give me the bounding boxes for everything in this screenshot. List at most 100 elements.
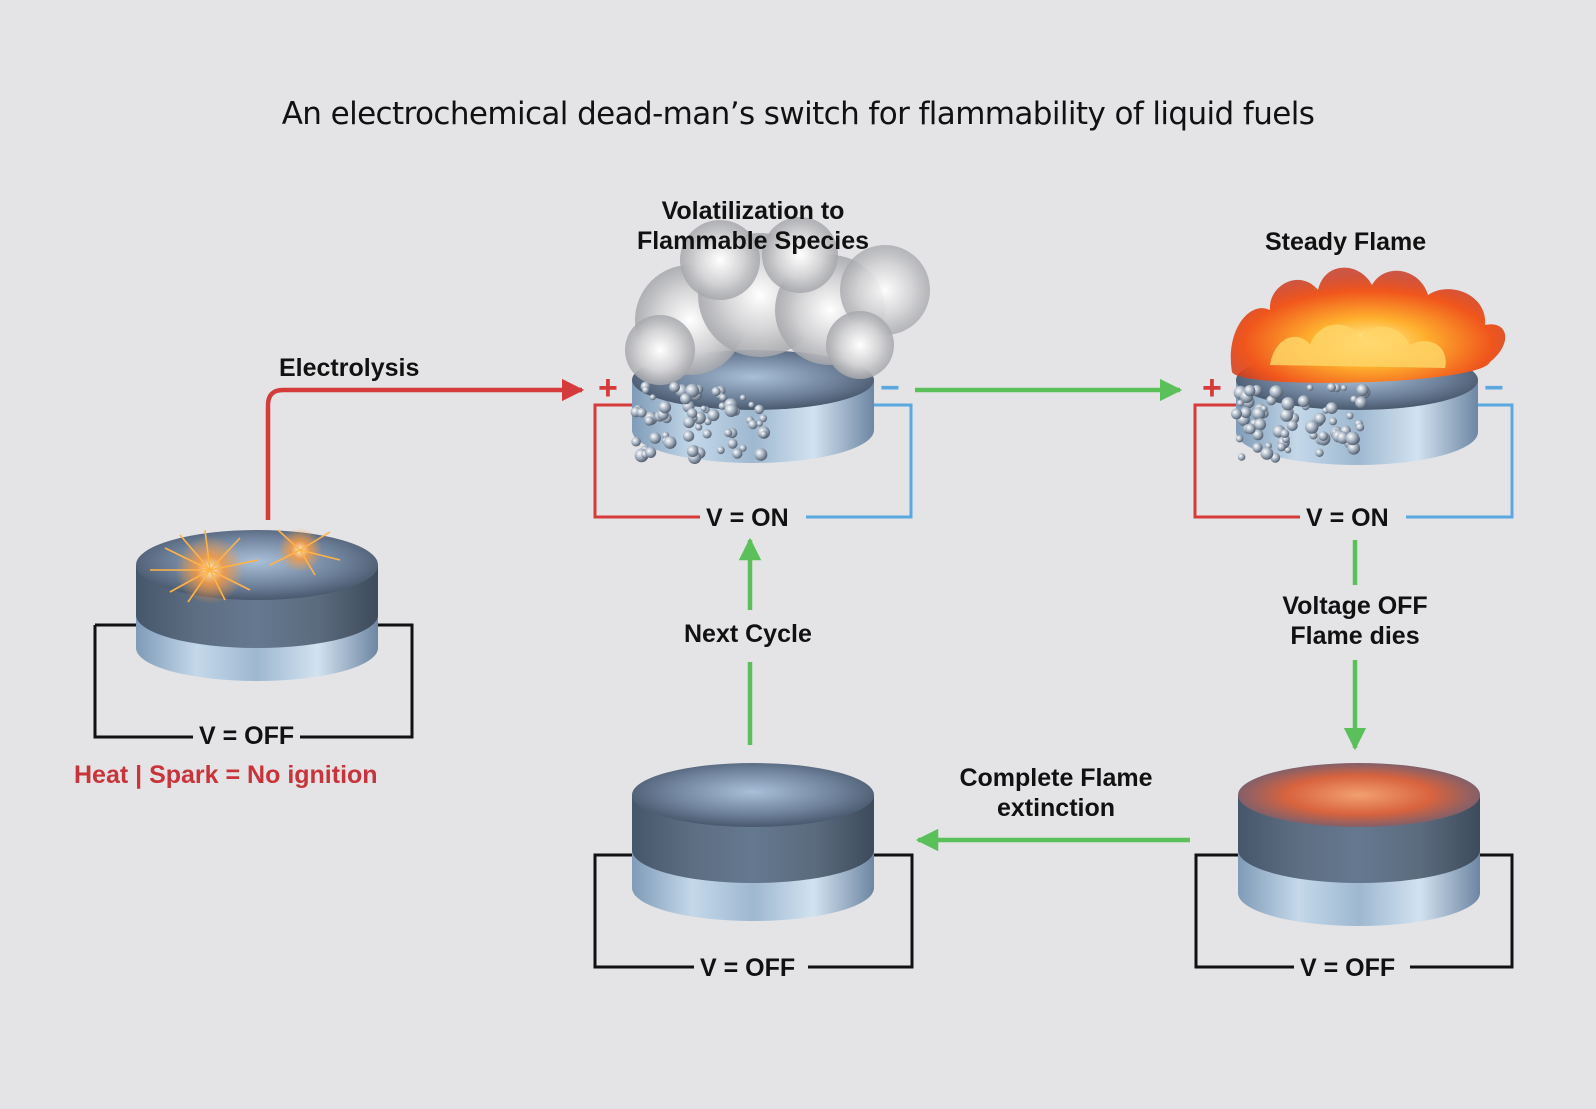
bubble	[1318, 431, 1329, 441]
bubble	[686, 408, 698, 419]
anode-wire	[1193, 403, 1300, 519]
voltage-off-label: Voltage OFF Flame dies	[1230, 591, 1480, 651]
bubbles	[630, 381, 770, 464]
diagram-title: An electrochemical dead-man’s switch for…	[281, 96, 1315, 132]
voltage-label: V = ON	[1300, 503, 1395, 533]
cathode-wire	[1406, 403, 1514, 519]
bubble	[1305, 420, 1319, 434]
circuit-wire	[1194, 853, 1296, 969]
bubble	[754, 448, 768, 461]
bubble	[1237, 399, 1244, 407]
bubble	[695, 423, 703, 431]
bubble	[1306, 384, 1314, 392]
bubble	[1355, 396, 1368, 409]
bubble	[759, 414, 767, 423]
bubble	[1260, 447, 1274, 460]
bubble	[760, 430, 768, 438]
steady-flame-label: Steady Flame	[1265, 228, 1427, 256]
bubble	[748, 419, 758, 430]
bubble	[1240, 406, 1252, 419]
bubble	[1325, 402, 1338, 414]
electrolysis-label: Electrolysis	[279, 354, 420, 382]
plus-terminal: +	[1202, 369, 1222, 407]
circuit-wire	[808, 853, 914, 969]
minus-terminal: −	[1484, 369, 1504, 407]
voltage-label: V = OFF	[1294, 953, 1402, 983]
bubble	[1327, 382, 1336, 392]
bubble	[1277, 442, 1286, 452]
bubble	[1346, 412, 1354, 420]
flame-icon	[1230, 267, 1506, 383]
cell-volatilization	[593, 217, 930, 519]
plus-terminal: +	[598, 369, 618, 407]
bubble	[707, 409, 720, 422]
bubble	[1286, 420, 1298, 431]
bubble	[1315, 448, 1324, 457]
bubble	[1329, 417, 1337, 426]
bubble	[1356, 383, 1369, 397]
bubble	[631, 436, 641, 447]
cell-dying-flame	[1194, 763, 1514, 969]
extinction-label: Complete Flame extinction	[930, 763, 1182, 823]
label-line: Flammable Species	[636, 227, 870, 255]
bubble	[683, 430, 695, 442]
label-line: Complete Flame	[959, 764, 1153, 792]
bubble	[644, 416, 654, 426]
bubble	[1280, 429, 1290, 438]
bubble	[636, 407, 647, 418]
bubble	[1235, 435, 1244, 443]
sparks-icon	[150, 528, 341, 604]
bubble	[1281, 397, 1295, 411]
label-line: Flame dies	[1290, 622, 1420, 650]
volatilization-label: Volatilization to Flammable Species	[603, 196, 903, 256]
bubble	[732, 448, 743, 459]
vapor-cloud-icon	[625, 217, 930, 385]
bubble	[1355, 423, 1365, 432]
bubble	[1284, 446, 1292, 454]
bubble	[1340, 384, 1348, 392]
bubble	[1253, 418, 1267, 431]
ignition-note: Heat | Spark = No ignition	[74, 761, 378, 789]
bubble	[685, 383, 700, 398]
anode-wire	[593, 403, 700, 519]
label-line: extinction	[996, 794, 1116, 822]
electrolysis-arrow	[265, 378, 585, 520]
bubble	[1245, 423, 1256, 435]
cathode-wire	[806, 403, 913, 519]
bubble	[739, 444, 747, 452]
bubble	[642, 386, 650, 394]
next-cycle-label: Next Cycle	[684, 620, 812, 648]
bubble	[1269, 385, 1283, 399]
bubble	[724, 403, 738, 417]
bubble	[683, 416, 695, 429]
cell-initial	[93, 528, 414, 739]
bubble	[1314, 412, 1326, 425]
bubble	[716, 446, 725, 455]
bubble	[739, 394, 747, 401]
bubble	[1260, 405, 1268, 412]
bubble	[658, 401, 672, 414]
bubble	[669, 381, 680, 393]
bubble	[727, 438, 738, 449]
bubble	[1297, 395, 1310, 408]
bubble	[1336, 431, 1349, 444]
cell-extinguished	[593, 763, 914, 969]
circuit-wire	[1410, 853, 1514, 969]
bubble	[649, 432, 661, 444]
bubble	[1244, 385, 1256, 397]
label-line: Volatilization to	[661, 197, 845, 225]
bubble	[754, 404, 764, 415]
bubble	[724, 428, 733, 437]
bubble	[1345, 431, 1360, 446]
bubble	[686, 445, 699, 458]
bubble	[719, 393, 727, 402]
voltage-label: V = ON	[700, 503, 795, 533]
bubble	[680, 393, 692, 405]
voltage-label: V = OFF	[193, 721, 301, 751]
bubble	[711, 386, 721, 397]
bubble	[748, 401, 755, 408]
label-line: Voltage OFF	[1282, 592, 1428, 620]
liquid-surface	[632, 763, 874, 827]
